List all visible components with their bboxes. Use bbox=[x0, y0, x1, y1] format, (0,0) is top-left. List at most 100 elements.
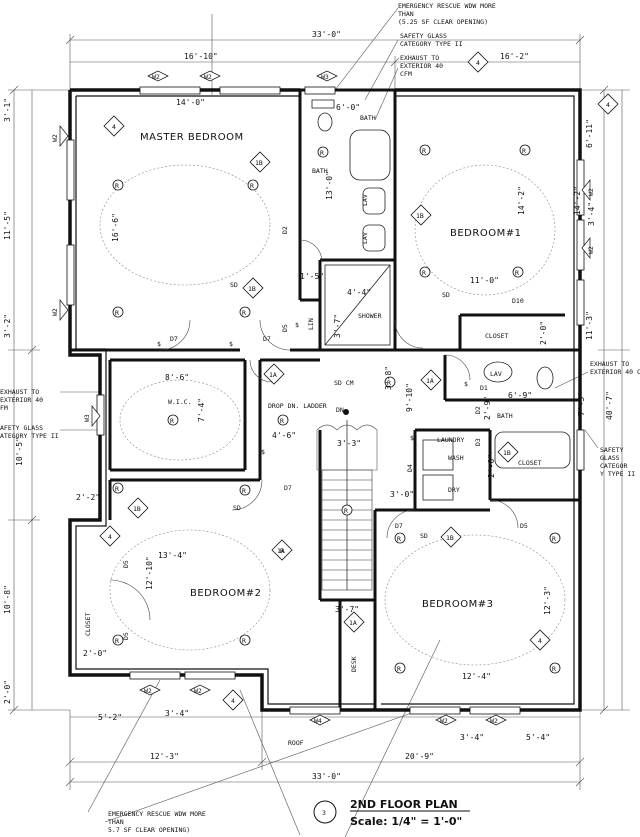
symbol-r-12: R bbox=[115, 637, 119, 645]
tag-4-5: 4 bbox=[231, 697, 235, 705]
room-closet-b2: CLOSET bbox=[84, 612, 92, 636]
room-laundry: LAUNDRY bbox=[437, 436, 464, 444]
room-bath-right: BATH bbox=[497, 412, 513, 420]
window-tag-2: W2 bbox=[204, 73, 212, 81]
note-safety-left-1: AFETY GLASS bbox=[0, 424, 43, 432]
note-egress-top-3: (5.25 SF CLEAR OPENING) bbox=[398, 18, 488, 26]
symbol-sd-1: SD bbox=[230, 281, 238, 289]
symbol-r-5: R bbox=[320, 149, 324, 157]
dim-overall-bottom: 33'-0" bbox=[312, 772, 341, 781]
room-shower: SHOWER bbox=[358, 312, 382, 320]
sheet-ref: 3 bbox=[322, 809, 326, 817]
dim-overall-top: 33'-0" bbox=[312, 30, 341, 39]
symbol-sd-2: SD bbox=[442, 291, 450, 299]
note-egress-top-1: EMERGENCY RESCUE WDW MORE bbox=[398, 2, 496, 10]
symbol-sd-cm: SD CM bbox=[334, 379, 354, 387]
symbol-sd-3: SD bbox=[233, 504, 241, 512]
door-tag-d5-2: D5 bbox=[520, 522, 528, 530]
door-tag-d3: D3 bbox=[474, 438, 482, 446]
dim-right-2-0: 2'-0" bbox=[487, 454, 496, 478]
room-wash: WASH bbox=[448, 454, 464, 462]
door-tag-d2-2: D2 bbox=[474, 406, 482, 414]
symbol-r-21: R bbox=[280, 547, 284, 555]
door-tag-d7-4: D7 bbox=[395, 522, 403, 530]
tag-1b-6: 1B bbox=[446, 534, 454, 542]
door-tag-d7-3: D7 bbox=[284, 484, 292, 492]
plumbing-fixtures bbox=[311, 99, 571, 501]
door-tag-d5-3: D5 bbox=[122, 560, 130, 568]
symbol-r-18: R bbox=[170, 417, 174, 425]
dim-bedroom3-height: 12'-3" bbox=[543, 586, 552, 615]
door-tag-d7-1: D7 bbox=[170, 335, 178, 343]
window-tag-13: W2 bbox=[490, 717, 498, 725]
dim-4-4: 4'-4" bbox=[347, 288, 371, 297]
tag-4-6: 4 bbox=[538, 637, 542, 645]
window-tag-3: W3 bbox=[321, 73, 329, 81]
symbol-r-1: R bbox=[115, 182, 119, 190]
dim-bot-3-4-b: 3'-4" bbox=[460, 733, 484, 742]
note-safety-right-1: SAFETY bbox=[600, 446, 624, 454]
symbol-r-2: R bbox=[250, 182, 254, 190]
dim-master-width: 14'-0" bbox=[176, 98, 205, 107]
dim-bath-width: 6'-0" bbox=[336, 103, 360, 112]
dim-top-right: 16'-2" bbox=[500, 52, 529, 61]
tag-1b-1: 1B bbox=[255, 159, 263, 167]
tag-1a-3: 1A bbox=[277, 547, 285, 555]
symbol-r-8: R bbox=[422, 269, 426, 277]
dim-9-10: 9'-10" bbox=[405, 383, 414, 412]
title-block: 3 2ND FLOOR PLAN Scale: 1/4" = 1'-0" bbox=[313, 798, 470, 828]
dim-bedroom3-width: 12'-4" bbox=[462, 672, 491, 681]
switch-5: $ bbox=[464, 380, 468, 388]
window-tag-11: W4 bbox=[314, 717, 322, 725]
dim-3-8: 3'-8" bbox=[384, 366, 393, 390]
detail-tag-labels: 1B 1B 1B 1A 1A 1B 1B 1A 1B 1A 4 4 4 4 4 … bbox=[108, 59, 610, 705]
dim-bedroom2-height: 12'-10" bbox=[145, 556, 154, 590]
symbol-sd-4: SD bbox=[420, 532, 428, 540]
note-egress-bottom-3: 5.7 SF CLEAR OPENING) bbox=[108, 826, 190, 834]
label-lav-2: LAV bbox=[361, 232, 369, 244]
switch-6: $ bbox=[295, 321, 299, 329]
tag-1a-1: 1A bbox=[269, 371, 277, 379]
note-exhaust-left-3: FM bbox=[0, 404, 8, 412]
door-tag-d5-1: D5 bbox=[281, 324, 289, 332]
dim-3-3: 3'-3" bbox=[337, 439, 361, 448]
label-roof: ROOF bbox=[288, 739, 304, 747]
dim-3-7-a: 3'-7" bbox=[333, 314, 342, 338]
dimension-lines bbox=[8, 7, 630, 837]
dim-right-3-4: 3'-4" bbox=[587, 202, 596, 226]
door-tags: D7 D7 D2 D5 D10 D7 D7 D2 D3 D4 D5 D5 D5 … bbox=[122, 226, 528, 640]
symbol-r-11: R bbox=[242, 487, 246, 495]
window-tag-5: W2 bbox=[51, 308, 59, 316]
dim-bot-5-2: 5'-2" bbox=[98, 713, 122, 722]
symbol-r-3: R bbox=[115, 309, 119, 317]
door-tag-d10: D10 bbox=[512, 297, 524, 305]
symbol-r-17: R bbox=[552, 665, 556, 673]
symbol-r-16: R bbox=[397, 665, 401, 673]
dim-right-14-2: 14'-2" bbox=[573, 186, 582, 215]
door-tag-d4: D4 bbox=[406, 464, 414, 472]
room-desk: DESK bbox=[350, 656, 358, 672]
symbol-r-14: R bbox=[397, 535, 401, 543]
dim-bot-5-4: 5'-4" bbox=[526, 733, 550, 742]
dim-bedroom2-width: 13'-4" bbox=[158, 551, 187, 560]
symbol-r-7: R bbox=[522, 147, 526, 155]
note-safety-right-4: Y TYPE II bbox=[600, 470, 635, 478]
symbol-r-13: R bbox=[242, 637, 246, 645]
tag-1a-4: 1A bbox=[349, 619, 357, 627]
dim-3-0: 3'-0" bbox=[390, 490, 414, 499]
note-exhaust-top-3: CFM bbox=[400, 70, 412, 78]
symbol-r-15: R bbox=[552, 535, 556, 543]
plan-title: 2ND FLOOR PLAN bbox=[350, 798, 458, 811]
dim-left-3-1: 3'-1" bbox=[3, 98, 12, 122]
dim-right-7-5: 7'-5" bbox=[577, 392, 586, 416]
tag-4-4: 4 bbox=[108, 533, 112, 541]
window-tag-4: W2 bbox=[51, 134, 59, 142]
symbol-r-6: R bbox=[422, 147, 426, 155]
room-bedroom-2: BEDROOM#2 bbox=[190, 588, 261, 599]
room-closet-b1: CLOSET bbox=[485, 332, 509, 340]
dimension-labels: 33'-0" 16'-10" 16'-2" 14'-0" 6'-0" 16'-6… bbox=[3, 30, 614, 781]
dim-master-height: 16'-6" bbox=[111, 213, 120, 242]
note-exhaust-top-2: EXTERIOR 40 bbox=[400, 62, 443, 70]
window-tag-9: W2 bbox=[144, 687, 152, 695]
